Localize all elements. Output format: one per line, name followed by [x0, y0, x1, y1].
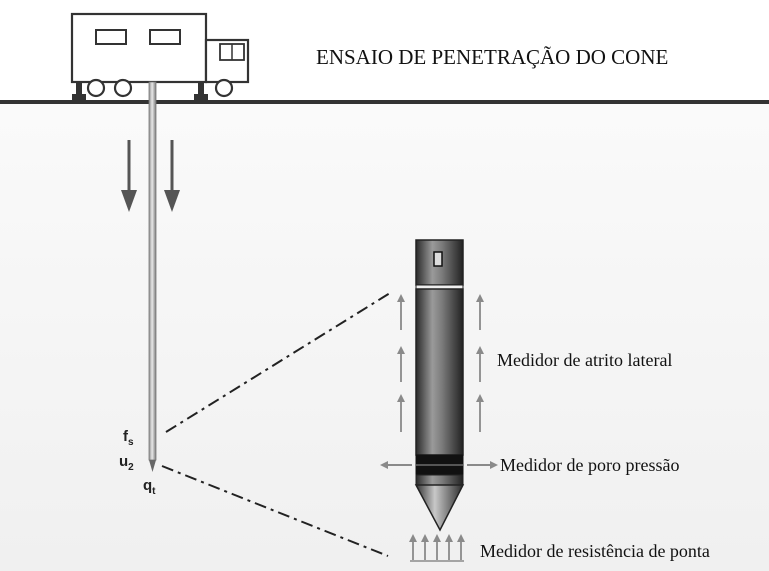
- truck-wheel-2: [113, 78, 133, 98]
- sleeve-friction-arrows: [397, 294, 484, 432]
- zoom-line-lower: [161, 465, 389, 557]
- rod-cone-tip: [149, 460, 156, 472]
- push-arrow-left-head: [121, 190, 137, 212]
- push-arrow-right-head: [164, 190, 180, 212]
- cone-tip: [414, 484, 465, 532]
- symbol-qt: qt: [143, 477, 156, 497]
- label-sleeve-friction: Medidor de atrito lateral: [497, 350, 672, 370]
- truck-body: [70, 12, 208, 84]
- tip-resistance-arrows: [409, 534, 465, 562]
- truck-jack-left-foot: [72, 94, 86, 100]
- symbol-u2: u2: [119, 453, 134, 473]
- symbol-fs: fs: [123, 428, 134, 448]
- label-tip-resistance: Medidor de resistência de ponta: [480, 541, 710, 561]
- friction-sleeve: [415, 288, 464, 456]
- ground-surface-line: [0, 100, 769, 104]
- truck-window-1: [95, 29, 127, 45]
- truck-jack-left: [76, 82, 82, 96]
- push-rod: [148, 81, 157, 461]
- diagram-title: ENSAIO DE PENETRAÇÃO DO CONE: [316, 45, 668, 69]
- zoom-line-upper: [165, 292, 391, 433]
- soil-background: [0, 104, 769, 571]
- push-direction-arrows: [121, 140, 180, 212]
- truck-wheel-1: [86, 78, 106, 98]
- cone-cap-slot: [433, 251, 443, 267]
- cone-shoulder: [415, 474, 464, 486]
- cone-penetrometer-detail: [414, 239, 465, 532]
- label-pore-pressure: Medidor de poro pressão: [500, 455, 679, 475]
- truck-jack-right: [198, 82, 204, 96]
- truck-window-2: [149, 29, 181, 45]
- truck-jack-right-foot: [194, 94, 208, 100]
- truck-wheel-3: [214, 78, 234, 98]
- cpt-truck: [70, 12, 250, 100]
